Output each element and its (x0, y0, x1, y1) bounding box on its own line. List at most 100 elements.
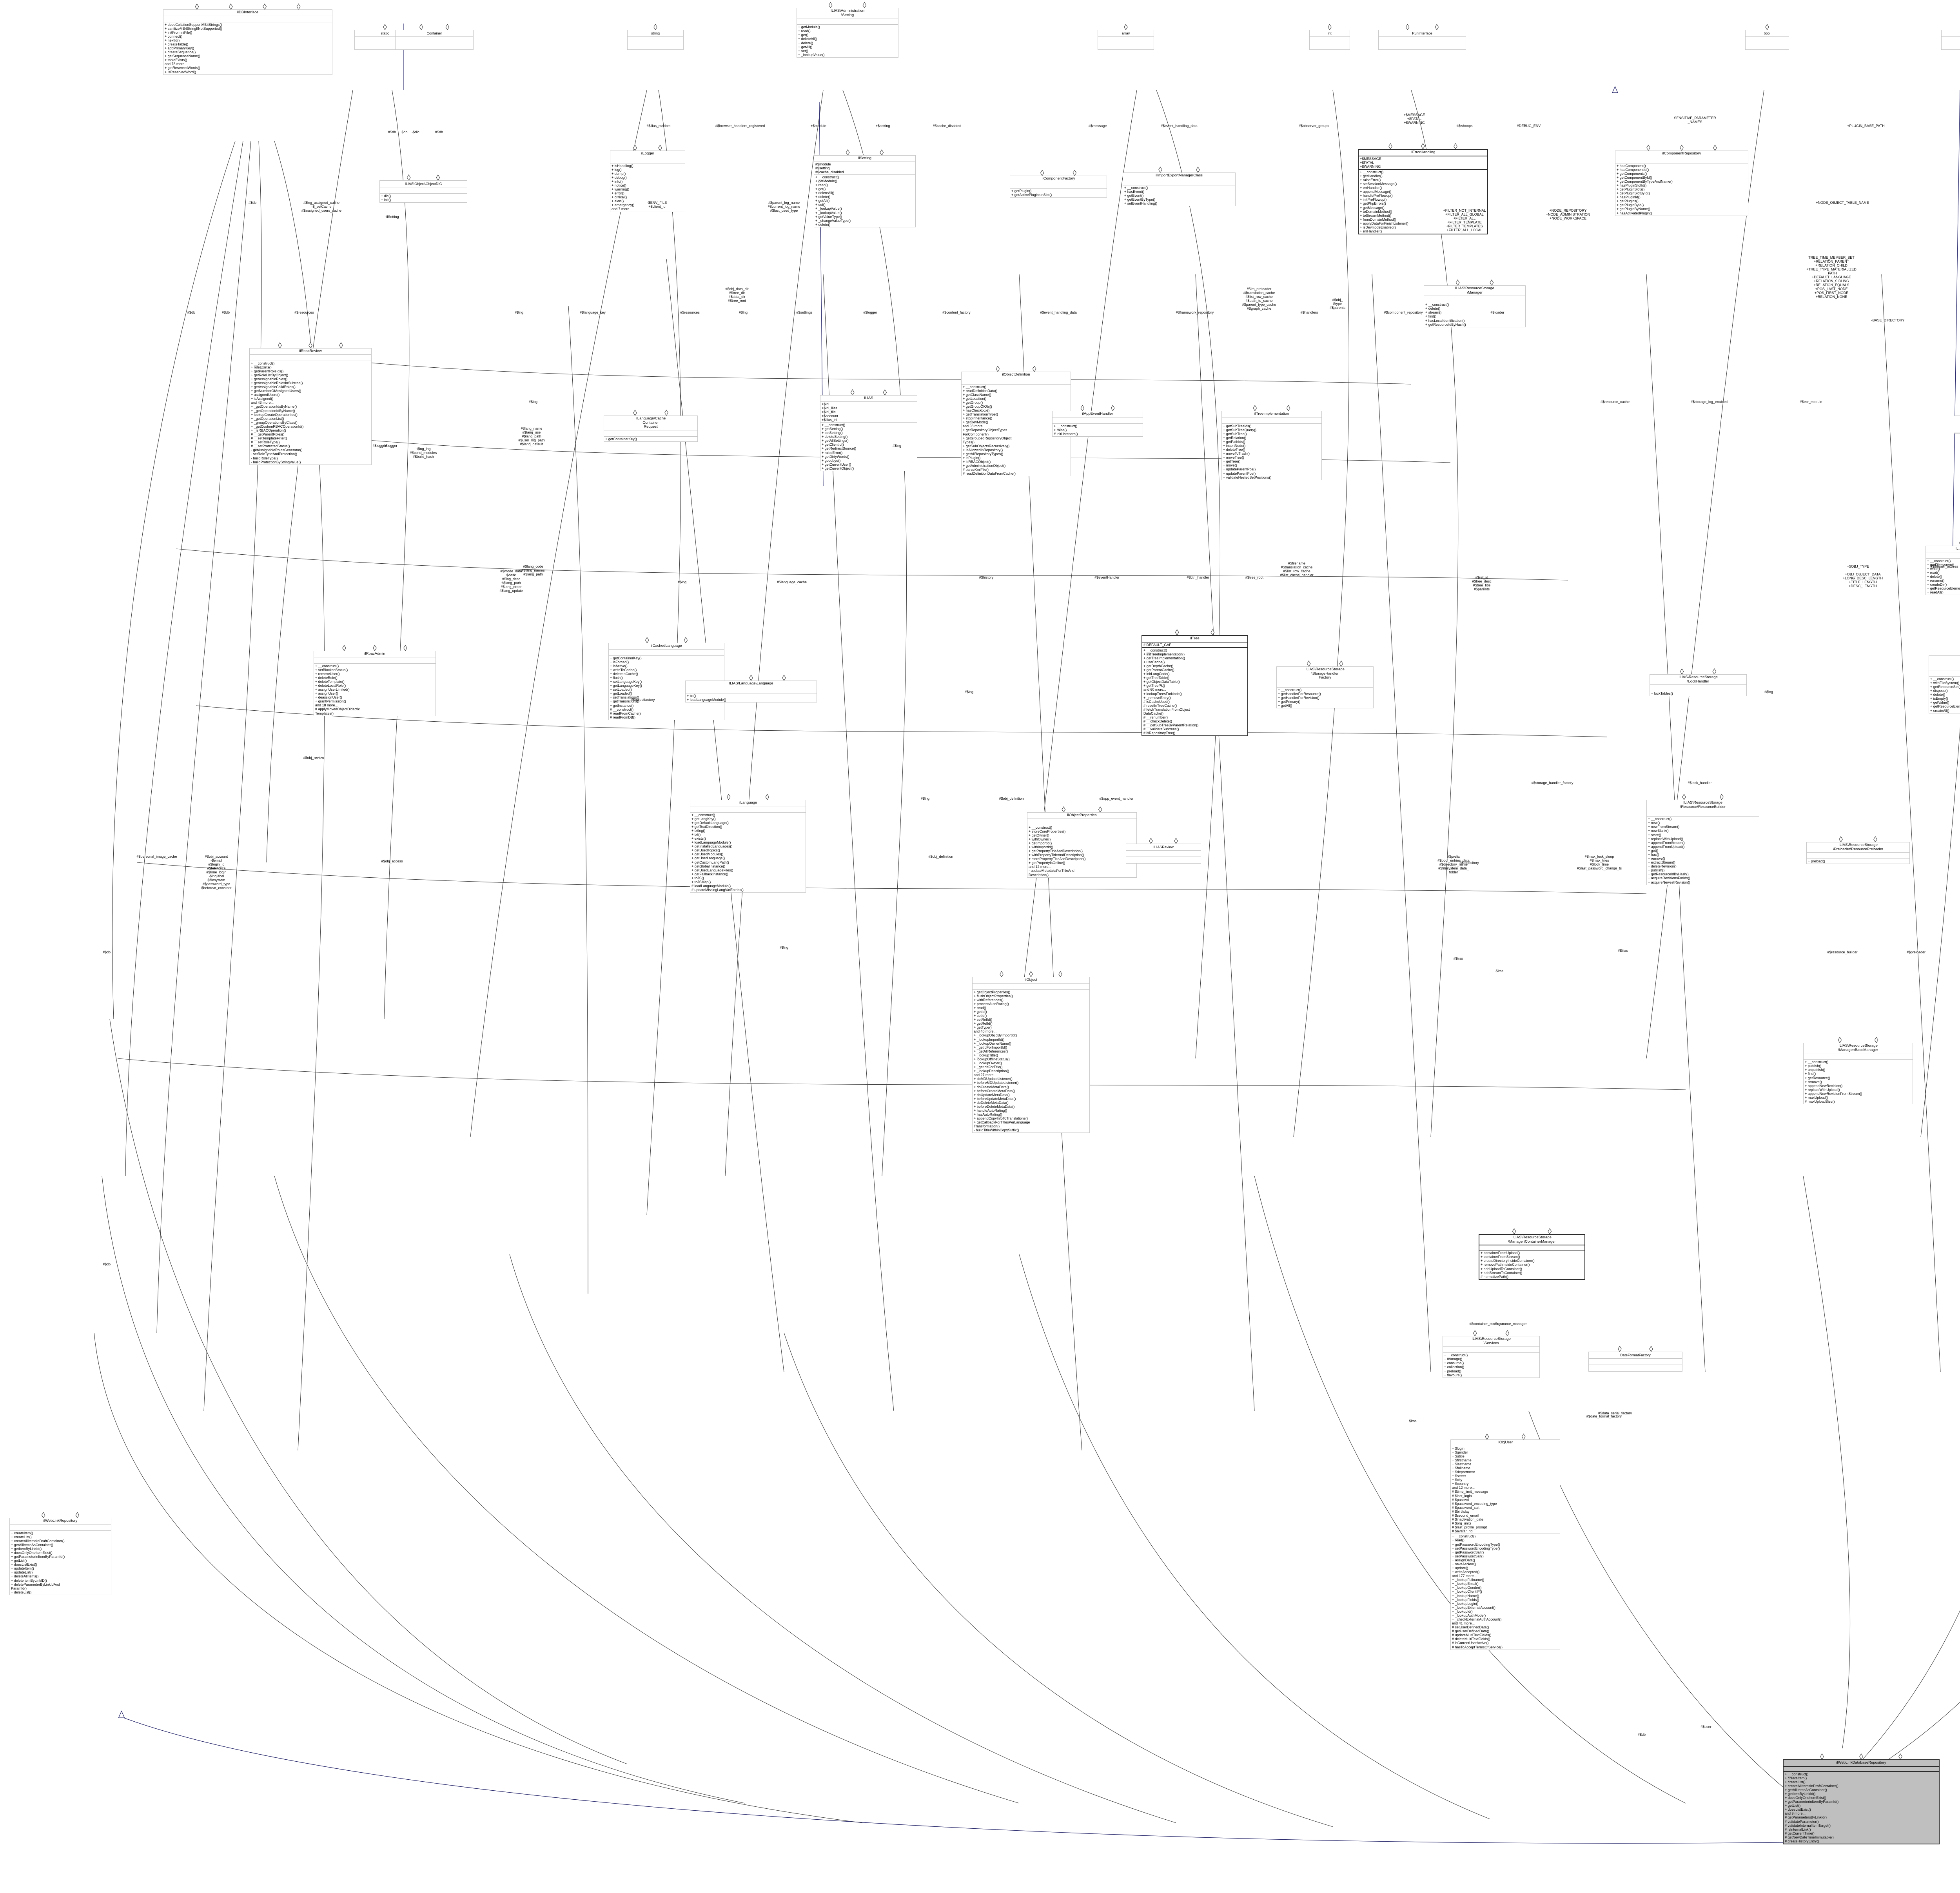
class-title: int (1310, 30, 1350, 37)
uml-class-ilweblinkdatabaserepository[interactable]: ilWebLinkDatabaseRepository+ __construct… (1783, 1759, 1940, 1845)
uml-class-ilias_exportimporthandler[interactable]: ILIAS\Export\ImportHandler \Parser\Handl… (1929, 655, 1960, 713)
edge-label: #$repository (1459, 861, 1479, 865)
class-attributes (10, 1525, 111, 1531)
uml-class-ilias_treeimplementation[interactable]: ilTreeImplementation+ getSubTreeIds() + … (1221, 411, 1322, 480)
edge-label: -$ENV_FILE +$client_id (647, 201, 667, 209)
uml-class-void1[interactable]: void (1941, 30, 1960, 50)
aggregation-diamond (883, 389, 887, 396)
uml-class-container[interactable]: Container (395, 30, 474, 50)
uml-class-illanguage[interactable]: ilLanguage+ __construct() + getLangKey()… (690, 800, 806, 893)
uml-class-ilias_resstorage_manager_basemanager[interactable]: ILIAS\ResourceStorage \Manager\BaseManag… (1803, 1043, 1913, 1105)
class-title: ilErrorHandling (1359, 150, 1487, 156)
aggregation-diamond (1062, 806, 1066, 813)
edge-label: #$lang_code #$lang_names #$lang_path (521, 564, 545, 576)
uml-class-ilias_resstorage_preload[interactable]: ILIAS\ResourceStorage \Preloader\Resourc… (1806, 842, 1910, 864)
uml-class-bool1[interactable]: bool (1745, 30, 1789, 50)
edge-label: #$component_repository (1384, 310, 1423, 314)
edge-label: $irss (1409, 1419, 1417, 1423)
class-operations (396, 43, 473, 49)
class-operations: + __construct() + getSetting() + setSett… (822, 423, 857, 470)
uml-class-ilias1objectdbaccess[interactable]: ILIAS\Object\ObjectDIC+ dic() + init() (379, 180, 467, 203)
uml-class-ilias_resourcestorage1[interactable]: ILIAS\ResourceStorage \Manager+ __constr… (1424, 285, 1526, 327)
class-attributes (962, 378, 1071, 385)
uml-class-ilobjuser[interactable]: ilObjUser+ $login + $gender + $utitle + … (1450, 1439, 1560, 1650)
edge-label: TREE_TIME_MEMBER_SET +RELATION_PARENT +R… (1806, 256, 1857, 299)
uml-class-ilias_resstorage_handlerfactory[interactable]: ILIAS\ResourceStorage \StorageHandler Fa… (1276, 666, 1374, 709)
uml-class-ilrbacadmin[interactable]: ilRbacAdmin+ __construct() + setBlockedS… (314, 651, 436, 716)
uml-class-runinterface[interactable]: RunInterface (1378, 30, 1466, 50)
class-title: ilLanguage (690, 800, 806, 806)
uml-class-ilias_resstorage_lockhandler[interactable]: ILIAS\ResourceStorage \LockHandler+ lock… (1650, 674, 1747, 697)
edge-label: $db (401, 130, 408, 134)
uml-class-ilsetting[interactable]: ilSetting#$module #$setting #$cache_disa… (814, 155, 916, 227)
uml-class-ilias_resstorage_manager_containermanager[interactable]: ILIAS\ResourceStorage \Manager\Container… (1479, 1234, 1585, 1280)
uml-class-ilobjectproperties[interactable]: ilObjectProperties+ __construct() + stor… (1027, 812, 1137, 878)
edge-label: SENSITIVE_PARAMETER _NAMES (1674, 116, 1716, 124)
edge-label: #$db (435, 130, 443, 134)
aggregation-diamond (1149, 837, 1153, 844)
uml-class-int[interactable]: int (1309, 30, 1350, 50)
uml-class-ilrbacreview[interactable]: ilRbacReview+ __construct() + roleExists… (249, 348, 372, 465)
uml-class-iliaslanguage[interactable]: ILIAS\Language\Language+ txt() + loadLan… (685, 681, 817, 702)
class-title: ILIAS\ResourceStorage \Manager (1424, 286, 1525, 296)
edge-label: #$ctrl_handler (1187, 575, 1209, 579)
uml-class-ilimportexportmanagerclass[interactable]: ilImportExportManagerClass+ __construct(… (1123, 172, 1236, 207)
edge-label: #$obj_definition (999, 797, 1024, 800)
class-attributes (1098, 37, 1154, 44)
edge-label: #$history (979, 575, 994, 579)
uml-class-ilmdlanguageitem[interactable]: ILIASReview (1126, 844, 1201, 864)
edge-label: #$language_cache (777, 580, 807, 584)
uml-class-ilias_resstorage_services[interactable]: ILIAS\ResourceStorage \Services+ __const… (1443, 1336, 1540, 1378)
edge-label: -ilSetting (385, 215, 399, 219)
aggregation-diamond (1032, 365, 1036, 372)
aggregation-diamond (1286, 405, 1290, 412)
edge-label: -$lng_lng #$cond_modules #$build_hash (410, 447, 437, 459)
uml-class-ilobject[interactable]: ilObject+ getObjectProperties() + flushO… (972, 977, 1090, 1133)
uml-class-ilcomponentrepository[interactable]: ilComponentRepository+ hasComponent() + … (1615, 151, 1748, 216)
aggregation-diamond (996, 365, 1000, 372)
class-title: ILIAS\Object\ObjectDIC (380, 181, 467, 188)
uml-class-array[interactable]: array (1098, 30, 1154, 50)
aggregation-diamond (1859, 1753, 1863, 1760)
class-title: ilComponentRepository (1615, 151, 1748, 157)
edge-label: #$obj_definition (928, 855, 953, 858)
edge-label: #$logger (372, 444, 387, 448)
uml-class-ilobjectcachecontainer[interactable]: ilLanguage\Cache Container Request+ getC… (604, 416, 698, 442)
uml-class-iliasadminsetting[interactable]: ILIAS\Administration \Setting+ getModule… (797, 8, 898, 58)
uml-class-dateformatfactory[interactable]: DateFormatFactory (1588, 1352, 1682, 1372)
uml-class-ilappeventhandler[interactable]: ilAppEventHandler+ __construct() + raise… (1052, 411, 1143, 437)
aggregation-diamond (1898, 1753, 1902, 1760)
class-attributes (1479, 1245, 1584, 1251)
class-title: ilImportExportManagerClass (1123, 173, 1235, 179)
uml-class-string[interactable]: string (627, 30, 684, 50)
edge-label: #$whoops (1456, 124, 1473, 128)
uml-class-iltree[interactable]: ilTree# DEFAULT_GAP+ __construct() + ini… (1142, 635, 1248, 737)
edge-label: #$lng_assigned_cache -$_setCache #$assig… (301, 201, 342, 212)
edge-label: +$setting (875, 124, 890, 128)
uml-class-illogger[interactable]: ilLogger+ isHandling() + log() + dump() … (610, 151, 685, 212)
aggregation-diamond (339, 342, 343, 349)
aggregation-diamond (1618, 1345, 1622, 1352)
uml-class-colorcontrastcalculator[interactable]: ColorContrastCalculator Generator (1954, 416, 1960, 434)
uml-class-ildbinterface[interactable]: ilDBInterface+ doesCollationSupportMB4St… (163, 9, 332, 75)
edge-label: #$db (102, 950, 111, 954)
uml-class-ilwebinkrepository[interactable]: ilWebLinkRepository+ createItem() + crea… (9, 1518, 111, 1595)
class-title: ILIAS\Filesystem\Filesystem (1926, 546, 1960, 552)
uml-class-ilerrorhandling[interactable]: ilErrorHandling+$MESSAGE +$FATAL +$WARNI… (1358, 149, 1488, 235)
aggregation-diamond (1680, 144, 1684, 151)
class-title: ILIAS\ResourceStorage \Preloader\Resourc… (1807, 842, 1909, 853)
edge-label: #$parent_log_name #$current_log_name #$l… (768, 201, 800, 212)
uml-class-ilcomponentfactory[interactable]: ilComponentFactory+ getPlugin() + getAct… (1010, 176, 1107, 198)
edge-label: +$OBJ_TYPE (1847, 564, 1869, 568)
aggregation-diamond (1196, 166, 1200, 173)
aggregation-diamond (1505, 1330, 1510, 1337)
edge-label: #$lng (677, 580, 687, 584)
edge-label: #$handlers (1300, 310, 1318, 314)
uml-class-ilias[interactable]: ILIAS+$ini +$ini_ilias +$ini_file +$acco… (820, 395, 917, 471)
class-title: ilLanguage\Cache Container Request (604, 416, 697, 430)
edge-label: #$lock_handler (1688, 781, 1712, 785)
edge-label: #$observer_groups (1299, 124, 1329, 128)
uml-class-ilias_legacyfilesystem[interactable]: ILIAS\Filesystem\Filesystem+ __construct… (1926, 546, 1960, 595)
uml-class-ilias_resstorage_resourcebuilder[interactable]: ILIAS\ResourceStorage \Resource\Resource… (1646, 800, 1759, 885)
